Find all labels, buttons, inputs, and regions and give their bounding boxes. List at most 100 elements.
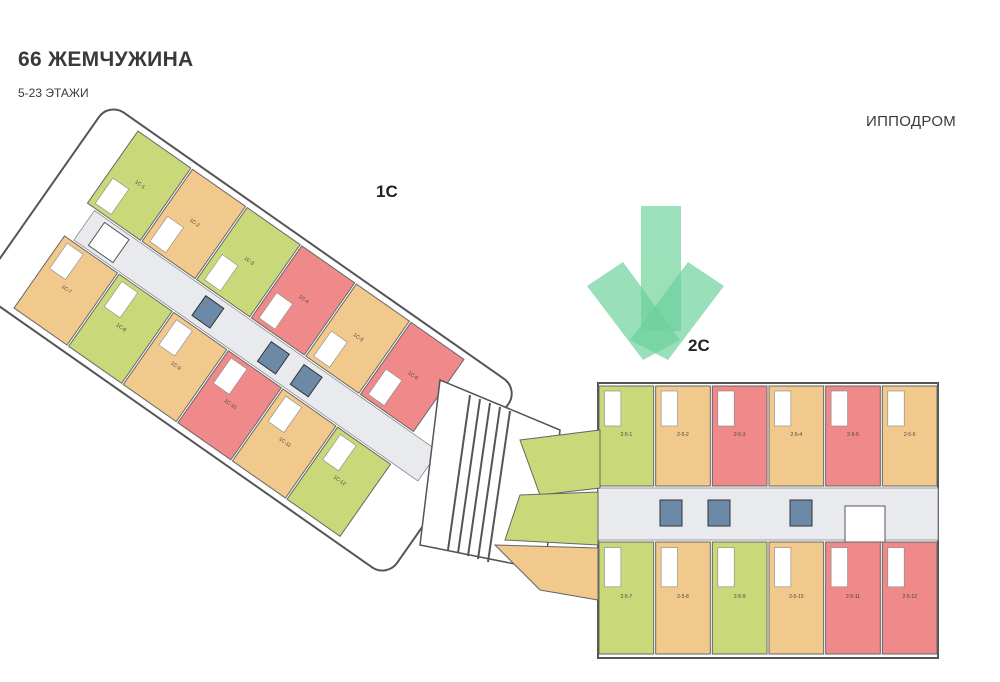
section-1c-plan: 1С-11С-21С-31С-41С-51С-61С-71С-81С-91С-1… [0,108,513,572]
apartment-number: 2-5-3 [734,432,746,438]
section-1c-apartment-8[interactable]: 1С-8 [67,273,173,385]
bathroom-block [717,547,735,588]
apartment-number: 2-5-9 [734,594,746,600]
apartment-number: 2-5-2 [677,432,689,438]
section-2c-apartment-9[interactable]: 2-5-9 [711,541,768,655]
elevator-6 [789,499,813,527]
apartment-area [13,235,119,346]
section-1c-corridor [73,209,440,482]
section-1c-apartment-9[interactable]: 1С-9 [122,311,228,423]
apartment-area [195,206,301,318]
apartment-number: 1С-7 [60,284,72,295]
section-2c-apartment-11[interactable]: 2-5-11 [825,541,881,655]
section-1c-apartment-6[interactable]: 1С-6 [359,321,465,433]
bathroom-block [149,215,184,254]
bathroom-block [774,547,792,588]
section-2c-apartment-12[interactable]: 2-5-12 [881,541,938,655]
bathroom-block [313,330,348,368]
section-1c-apartment-7[interactable]: 1С-7 [13,235,119,346]
section-2c-label: 2С [688,336,710,355]
apartment-area [141,168,247,280]
apartment-number: 2-5-10 [789,594,804,600]
section-1c-apartment-4[interactable]: 1С-4 [250,245,356,356]
section-2c-apartment-6[interactable]: 2-5-6 [881,385,938,487]
apartment-area [305,283,411,394]
section-1c-apartment-12[interactable]: 1С-12 [286,426,392,537]
bathroom-block [887,547,905,588]
stairwell-1c [87,221,130,264]
apartment-area [177,349,283,461]
bathroom-block [774,390,792,427]
section-2c-apartment-3[interactable]: 2-5-3 [711,385,768,487]
apartment-area [231,388,337,499]
apartment-area [67,273,173,385]
apartment-number: 2-5-7 [620,594,632,600]
bathroom-block [717,390,735,427]
elevator-1 [191,295,225,329]
bathroom-block [660,390,678,427]
bathroom-block [887,390,905,427]
section-2c-corridor [597,487,939,541]
elevator-3 [289,363,323,398]
bathroom-block [204,254,239,292]
apartment-number: 1С-4 [297,294,309,305]
section-1c-apartment-1[interactable]: 1С-1 [86,130,192,241]
page-title: 66 ЖЕМЧУЖИНА [18,48,194,71]
floors-label: 5-23 ЭТАЖИ [18,86,89,100]
bridge-units [493,429,601,601]
bathroom-block [213,357,248,395]
section-1c-apartment-3[interactable]: 1С-3 [195,206,301,318]
apartment-area [122,311,228,423]
apartment-number: 2-5-11 [846,594,860,600]
section-2c-apartment-1[interactable]: 2-5-1 [598,385,655,487]
direction-label: ИППОДРОМ [866,113,957,130]
apartment-number: 1С-3 [243,256,255,267]
elevator-2 [256,340,290,375]
section-1c-apartment-11[interactable]: 1С-11 [231,388,337,499]
bathroom-block [158,319,193,357]
section-2c-apartment-10[interactable]: 2-5-10 [768,541,825,655]
apartment-number: 1С-5 [352,332,364,343]
apartment-area [86,130,192,241]
bathroom-block [830,390,848,427]
bathroom-block [830,547,848,588]
apartment-number: 2-5-1 [620,432,632,438]
section-1c-label: 1С [376,182,398,201]
bathroom-block [604,547,622,588]
section-1c-apartment-2[interactable]: 1С-2 [141,168,247,280]
apartment-number: 2-5-6 [904,432,916,438]
bathroom-block [49,242,84,281]
section-2c-apartment-8[interactable]: 2-5-8 [655,541,711,655]
direction-arrow-icon [587,206,724,360]
apartment-number: 2-5-4 [790,432,802,438]
bathroom-block [367,368,403,407]
bathroom-block [660,547,678,588]
section-1c-apartment-10[interactable]: 1С-10 [177,349,283,461]
apartment-area [286,426,392,537]
apartment-number: 1С-6 [407,370,419,381]
apartment-number: 2-5-12 [902,594,917,600]
section-1c-apartment-5[interactable]: 1С-5 [305,283,411,394]
section-2c-apartment-2[interactable]: 2-5-2 [655,385,711,487]
bathroom-block [267,395,303,433]
apartment-number: 1С-9 [169,361,181,372]
section-2c-apartment-7[interactable]: 2-5-7 [598,541,655,655]
apartment-number: 1С-8 [115,322,127,333]
section-2c-apartment-4[interactable]: 2-5-4 [768,385,825,487]
stairwell-2c [844,505,886,543]
bathroom-block [258,292,294,330]
apartment-number: 2-5-8 [677,594,689,600]
bathroom-block [604,390,622,427]
section-2c-plan: 2-5-1 2-5-2 2-5-3 2-5-4 2-5-5 2-5-6 2-5-7 2-5-8… [597,382,939,659]
apartment-number: 1С-2 [188,218,200,229]
bathroom-block [103,281,139,319]
apartment-number: 1С-1 [134,179,146,190]
elevator-4 [659,499,683,527]
elevator-5 [707,499,731,527]
section-2c-apartment-5[interactable]: 2-5-5 [825,385,881,487]
bathroom-block [322,434,357,472]
bathroom-block [94,177,130,215]
apartment-area [250,245,356,356]
apartment-number: 2-5-5 [847,432,859,438]
